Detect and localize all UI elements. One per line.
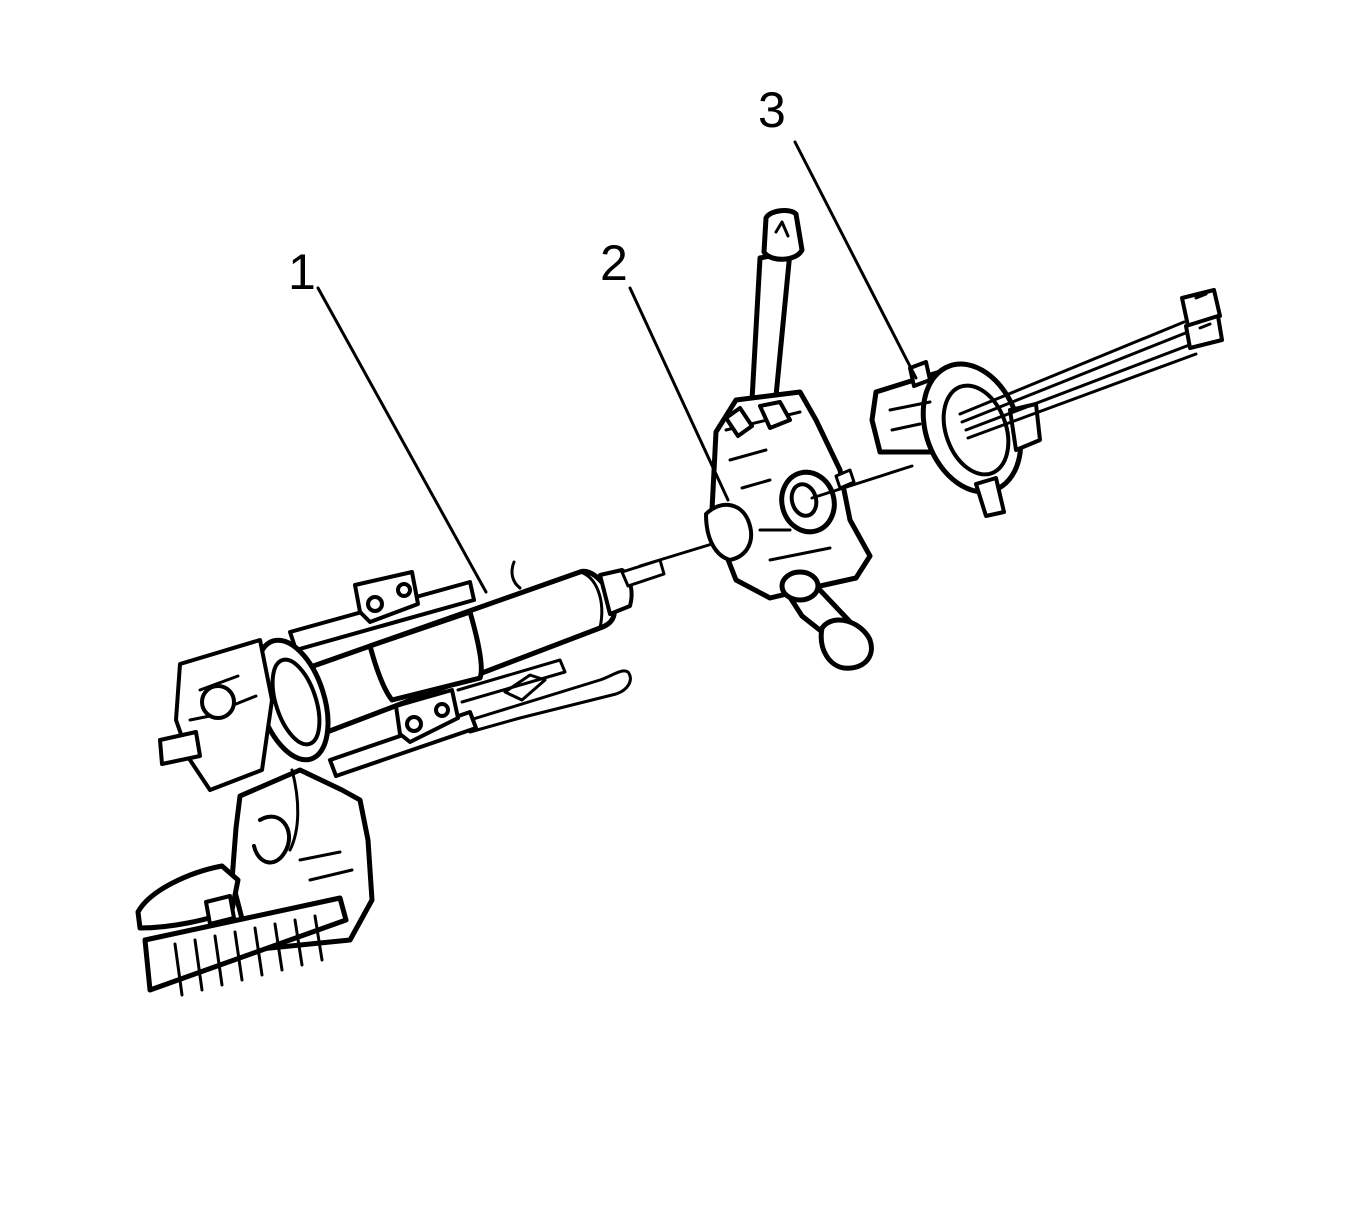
- shaft-center-line-2: [810, 464, 914, 500]
- shaft-center-line-1: [638, 542, 714, 568]
- leader-lines: [316, 140, 918, 594]
- leader-line-3: [793, 140, 918, 380]
- leader-line-1: [316, 286, 488, 594]
- callout-label-2: 2: [600, 235, 628, 291]
- column-lower-bracket: [328, 688, 478, 778]
- column-adjustment-lever: [135, 863, 349, 997]
- switch-housing: [704, 389, 873, 601]
- column-housing-collar: [158, 637, 331, 792]
- column-rear-strap: [288, 560, 522, 652]
- column-main-tube: [282, 558, 666, 743]
- upper-switch-lever: [749, 208, 805, 403]
- multifunction-switch-assembly: [704, 208, 914, 671]
- steering-column-assembly: [135, 542, 714, 997]
- clockspring-body: [869, 360, 1042, 518]
- callout-label-3: 3: [758, 82, 786, 138]
- callout-label-1: 1: [288, 244, 316, 300]
- leader-line-2: [628, 286, 730, 502]
- column-lower-shaft: [456, 658, 632, 734]
- lower-switch-lever: [779, 569, 874, 671]
- clockspring-wire-harness: [958, 288, 1224, 440]
- clockspring-assembly: [869, 288, 1224, 518]
